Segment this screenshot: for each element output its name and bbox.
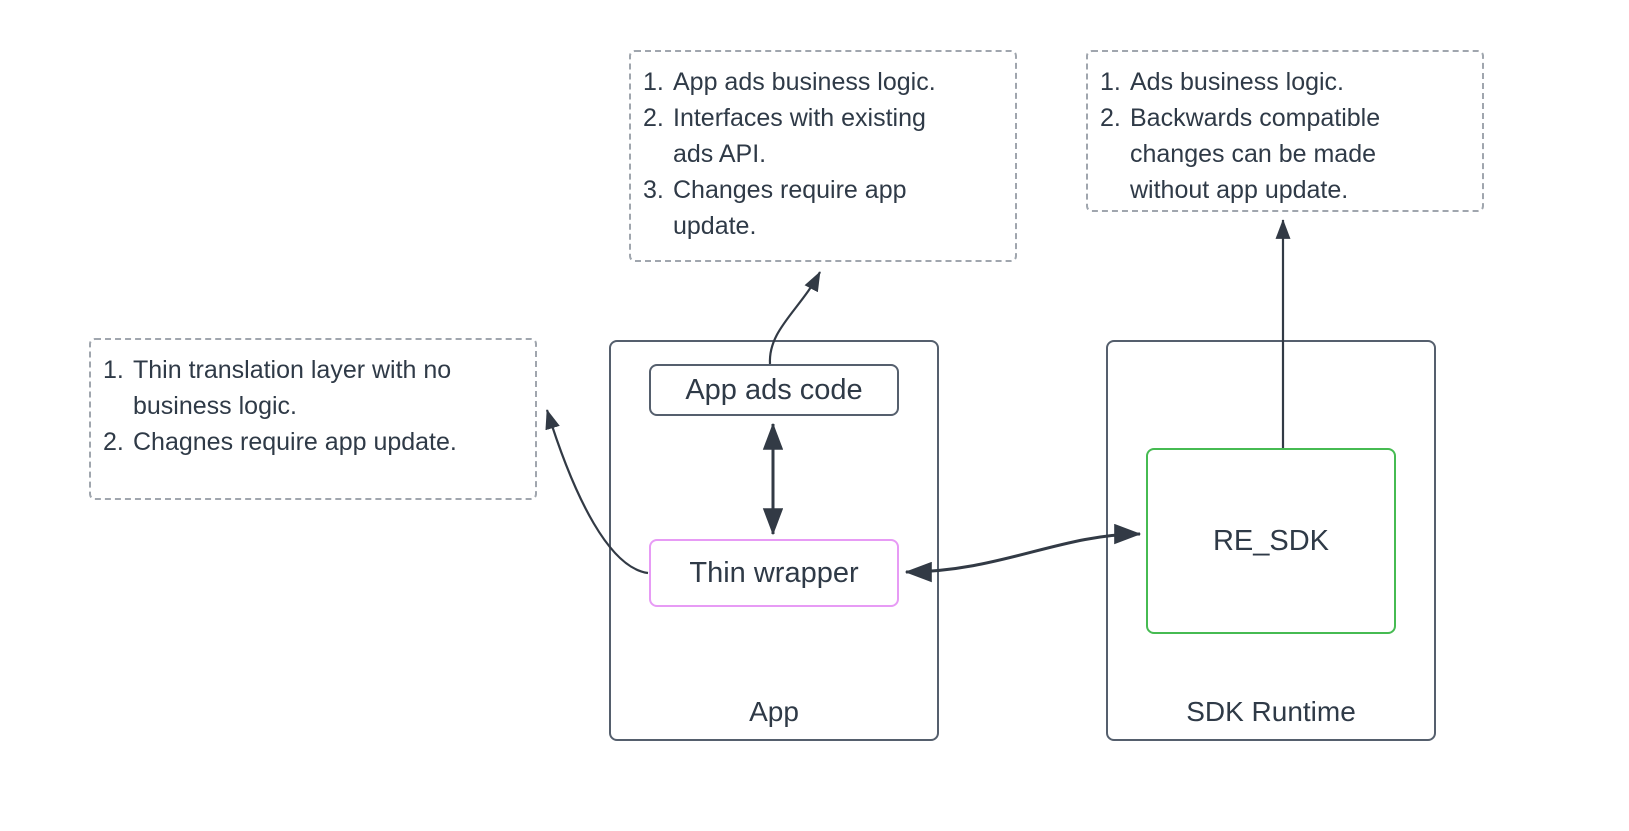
node-app-ads-code-label: App ads code xyxy=(685,374,863,406)
connector-thin-wrapper-re-sdk xyxy=(904,523,1142,583)
note-item: Changes require app update. xyxy=(643,172,907,240)
note-app-ads-code-list: App ads business logic. Interfaces with … xyxy=(643,64,1001,244)
note-item: Backwards compatible changes can be made… xyxy=(1100,100,1381,204)
note-item: Chagnes require app update. xyxy=(103,424,457,460)
node-re-sdk-label: RE_SDK xyxy=(1212,525,1330,557)
note-item: Interfaces with existing ads API. xyxy=(643,100,926,168)
node-thin-wrapper-label: Thin wrapper xyxy=(689,557,859,589)
node-thin-wrapper[interactable]: Thin wrapper xyxy=(649,539,899,607)
note-app-ads-code[interactable]: App ads business logic. Interfaces with … xyxy=(629,50,1017,262)
node-app-ads-code[interactable]: App ads code xyxy=(649,364,899,416)
note-thin-wrapper[interactable]: Thin translation layer with no business … xyxy=(89,338,537,500)
node-re-sdk[interactable]: RE_SDK xyxy=(1146,448,1396,634)
note-item: Thin translation layer with no business … xyxy=(103,352,452,420)
note-item: Ads business logic. xyxy=(1100,64,1345,100)
note-re-sdk[interactable]: Ads business logic. Backwards compatible… xyxy=(1086,50,1484,212)
note-thin-wrapper-list: Thin translation layer with no business … xyxy=(103,352,521,460)
note-re-sdk-list: Ads business logic. Backwards compatible… xyxy=(1100,64,1468,208)
container-app-label: App xyxy=(749,696,799,727)
container-sdk-runtime-label: SDK Runtime xyxy=(1186,696,1356,727)
note-item: App ads business logic. xyxy=(643,64,936,100)
